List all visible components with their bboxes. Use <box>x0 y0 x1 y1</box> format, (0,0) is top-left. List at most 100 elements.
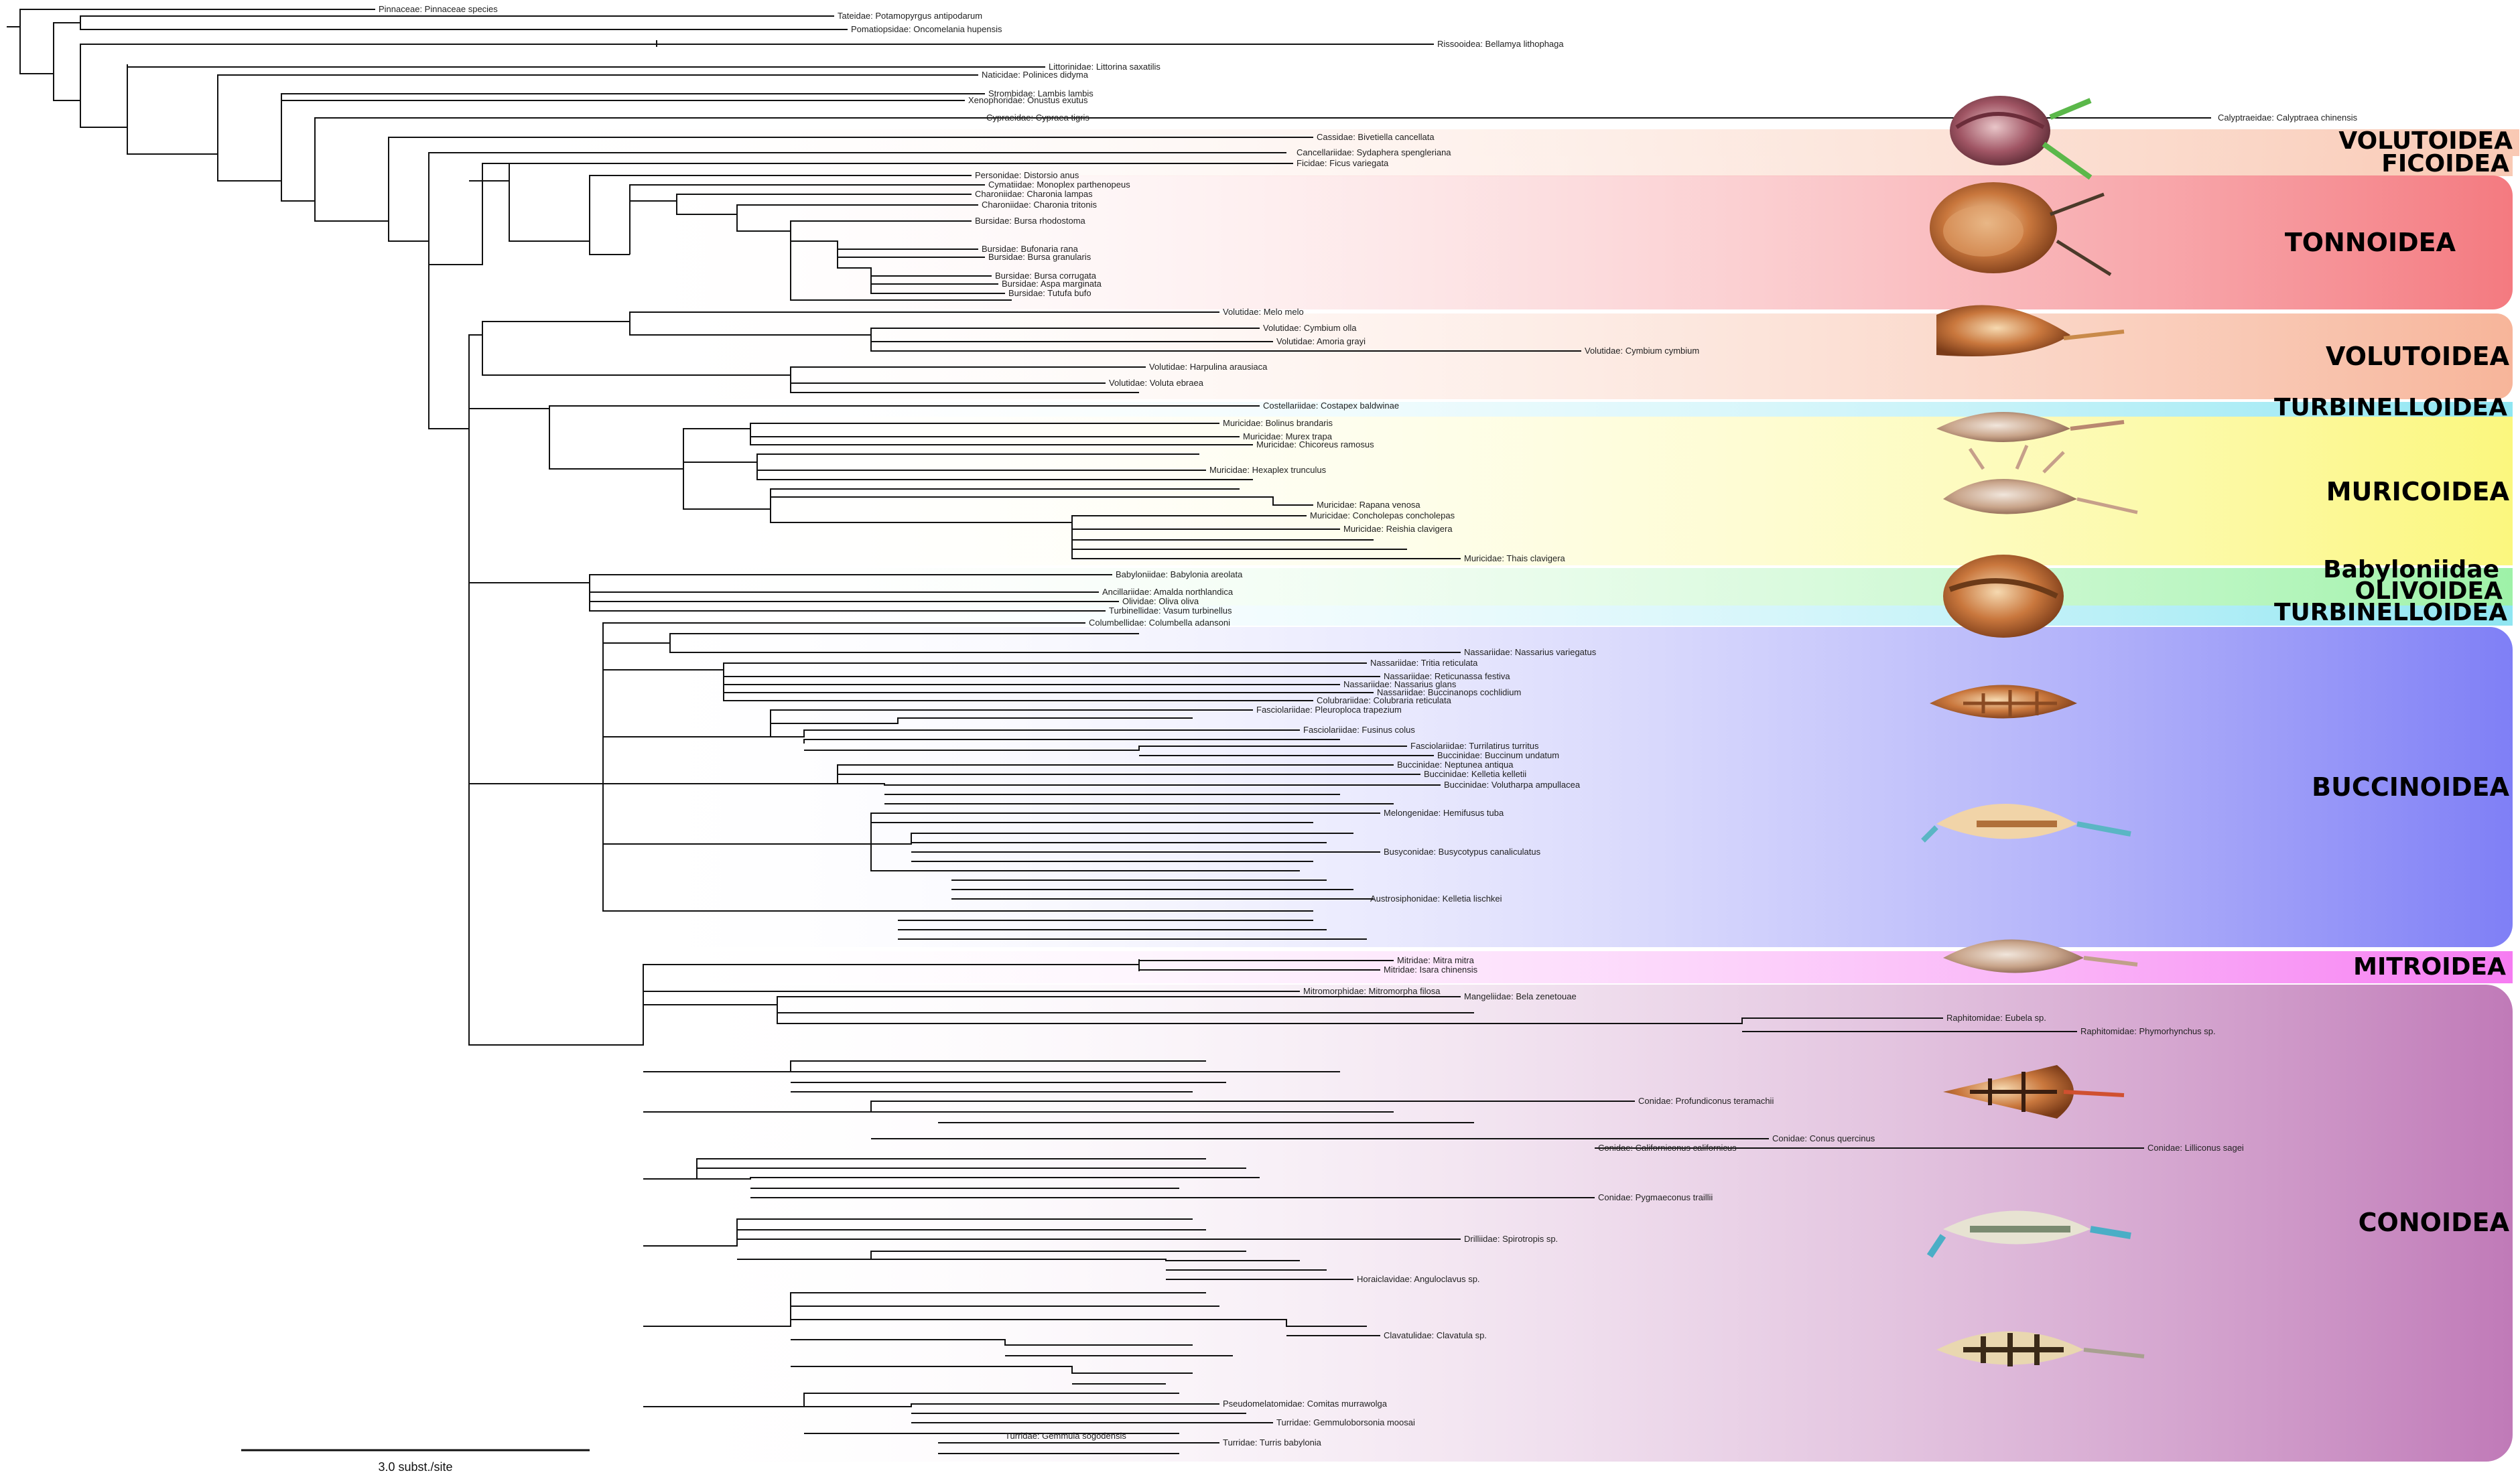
tip-label: Bursidae: Aspa marginata <box>1002 279 1102 289</box>
tip-label: Charoniidae: Charonia tritonis <box>982 200 1097 210</box>
tip-label: Turbinellidae: Vasum turbinellus <box>1109 606 1232 616</box>
buccinum-shell-image <box>1921 804 2131 843</box>
tip-label: Bursidae: Bufonaria rana <box>982 244 1079 254</box>
tip-label: Conidae: Pygmaeconus traillii <box>1598 1192 1713 1202</box>
tip-label: Turridae: Gemmuloborsonia moosai <box>1276 1417 1415 1427</box>
tip-label: Cassidae: Bivetiella cancellata <box>1317 132 1435 142</box>
tip-label: Ficidae: Ficus variegata <box>1297 158 1389 168</box>
tip-label: Turridae: Turris babylonia <box>1223 1437 1322 1448</box>
band-muricoidea <box>670 417 2513 565</box>
tip-label: Babyloniidae: Babylonia areolata <box>1116 569 1243 579</box>
tip-label: Costellariidae: Costapex baldwinae <box>1263 401 1399 411</box>
tip-label: Pomatiopsidae: Oncomelania hupensis <box>851 24 1002 34</box>
group-label-volutoidea-top: VOLUTOIDEA <box>2338 127 2513 155</box>
group-label-mitroidea: MITROIDEA <box>2353 953 2506 981</box>
tip-label: Colubrariidae: Colubraria reticulata <box>1317 695 1452 705</box>
babylonia-shell-image <box>1943 555 2064 638</box>
tip-label: Muricidae: Murex trapa <box>1243 431 1333 441</box>
tip-label: Cancellariidae: Sydaphera spengleriana <box>1297 147 1451 157</box>
group-label-ficoidea: FICOIDEA <box>2381 150 2509 178</box>
tip-label: Xenophoridae: Onustus exutus <box>968 95 1088 105</box>
group-label-turbinelloidea-top: TURBINELLOIDEA <box>2274 394 2507 421</box>
tip-label: Strombidae: Lambis lambis <box>988 88 1093 98</box>
tip-label: Buccinidae: Neptunea antiqua <box>1397 760 1514 770</box>
tip-label: Littorinidae: Littorina saxatilis <box>1049 62 1160 72</box>
tip-label: Volutidae: Cymbium olla <box>1263 323 1357 333</box>
tip-label: Mitridae: Mitra mitra <box>1397 955 1475 965</box>
tip-label: Fasciolariidae: Pleuroploca trapezium <box>1256 705 1402 715</box>
shell-images <box>1921 96 2145 1366</box>
tip-label: Muricidae: Chicoreus ramosus <box>1256 439 1374 449</box>
tip-label: Buccinidae: Kelletia kelletii <box>1424 769 1526 779</box>
mitra-shell-image <box>1943 939 2138 973</box>
tip-label: Personidae: Distorsio anus <box>975 170 1079 180</box>
murex-shell-image <box>1943 445 2138 514</box>
tip-label: Volutidae: Amoria grayi <box>1276 336 1366 346</box>
band-conoidea <box>643 985 2513 1462</box>
tip-label: Bursidae: Bursa granularis <box>988 252 1091 262</box>
calyptraea-shell-image <box>1950 96 2093 180</box>
tip-label: Busyconidae: Busycotypus canaliculatus <box>1384 847 1541 857</box>
tip-label: Nassariidae: Nassarius variegatus <box>1464 647 1597 657</box>
tip-label: Clavatulidae: Clavatula sp. <box>1384 1330 1487 1340</box>
tip-label: Columbellidae: Columbella adansoni <box>1089 618 1230 628</box>
tip-label: Raphitomidae: Phymorhynchus sp. <box>2080 1026 2216 1036</box>
tip-label: Muricidae: Thais clavigera <box>1464 553 1566 563</box>
tip-label: Muricidae: Concholepas concholepas <box>1310 510 1455 520</box>
tip-label: Volutidae: Melo melo <box>1223 307 1304 317</box>
tonna-shell-image <box>1930 182 2112 277</box>
band-tonnoidea <box>590 175 2513 309</box>
tip-label: Buccinidae: Volutharpa ampullacea <box>1444 780 1581 790</box>
scale-bar: 3.0 subst./site <box>241 1449 590 1474</box>
conus-shell-image <box>1943 1065 2125 1119</box>
group-label-conoidea: CONOIDEA <box>2359 1208 2510 1237</box>
band-turbinelloidea-top <box>670 402 2513 417</box>
tip-label: Fasciolariidae: Turrilatirus turritus <box>1410 741 1539 751</box>
tip-label: Raphitomidae: Eubela sp. <box>1946 1013 2046 1023</box>
tip-label: Rissooidea: Bellamya lithophaga <box>1437 39 1564 49</box>
tip-label: Naticidae: Polinices didyma <box>982 70 1089 80</box>
band-babyloniidae <box>630 568 2513 589</box>
group-labels: VOLUTOIDEA FICOIDEA TONNOIDEA VOLUTOIDEA… <box>2274 127 2513 1237</box>
tip-label: Cymatiidae: Monoplex parthenopeus <box>988 180 1130 190</box>
band-volutoidea-top <box>442 129 2519 156</box>
tree-branches <box>7 9 2211 1454</box>
tip-label: Pinnaceae: Pinnaceae species <box>379 4 498 14</box>
group-label-buccinoidea: BUCCINOIDEA <box>2312 772 2509 802</box>
group-label-turbinelloidea: TURBINELLOIDEA <box>2274 599 2507 626</box>
tip-label: Tateidae: Potamopyrgus antipodarum <box>838 11 982 21</box>
gemmula-shell-image <box>1936 1331 2145 1366</box>
tip-label: Olividae: Oliva oliva <box>1122 596 1199 606</box>
tip-label: Volutidae: Harpulina arausiaca <box>1149 362 1268 372</box>
tip-label: Nassariidae: Nassarius glans <box>1343 679 1457 689</box>
group-label-muricoidea: MURICOIDEA <box>2326 477 2510 506</box>
tip-label: Muricidae: Hexaplex trunculus <box>1209 465 1327 475</box>
nassarius-shell-image <box>1930 685 2077 719</box>
tip-label: Conidae: Californiconus californicus <box>1598 1143 1737 1153</box>
tip-label: Volutidae: Voluta ebraea <box>1109 378 1204 388</box>
group-label-volutoidea: VOLUTOIDEA <box>2326 342 2510 371</box>
tip-label: Nassariidae: Tritia reticulata <box>1370 658 1478 668</box>
band-volutoidea <box>603 313 2513 399</box>
tip-label: Volutidae: Cymbium cymbium <box>1585 346 1699 356</box>
turris-shell-image <box>1926 1210 2131 1258</box>
tip-label: Nassariidae: Reticunassa festiva <box>1384 671 1510 681</box>
tip-label: Conidae: Conus quercinus <box>1772 1133 1875 1143</box>
band-ficoidea <box>469 156 2513 176</box>
tip-label: Ancillariidae: Amalda northlandica <box>1102 587 1234 597</box>
tip-label: Muricidae: Bolinus brandaris <box>1223 418 1333 428</box>
tip-label: Cypraeidae: Cypraea tigris <box>986 113 1089 123</box>
tip-label: Conidae: Profundiconus teramachii <box>1638 1096 1774 1106</box>
tip-label: Bursidae: Bursa rhodostoma <box>975 216 1086 226</box>
vasum-shell-image <box>1936 412 2125 442</box>
tip-label: Turridae: Gemmula sogodensis <box>1005 1431 1126 1441</box>
tip-label: Bursidae: Tutufa bufo <box>1008 288 1091 298</box>
tip-label: Bursidae: Bursa corrugata <box>995 271 1097 281</box>
tip-label: Calyptraeidae: Calyptraea chinensis <box>2218 113 2358 123</box>
tip-label: Austrosiphonidae: Kelletia lischkei <box>1370 894 1502 904</box>
group-label-babyloniidae: Babyloniidae <box>2323 556 2499 583</box>
tip-label: Nassariidae: Buccinanops cochlidium <box>1377 687 1521 697</box>
tip-label: Conidae: Lilliconus sagei <box>2147 1143 2244 1153</box>
